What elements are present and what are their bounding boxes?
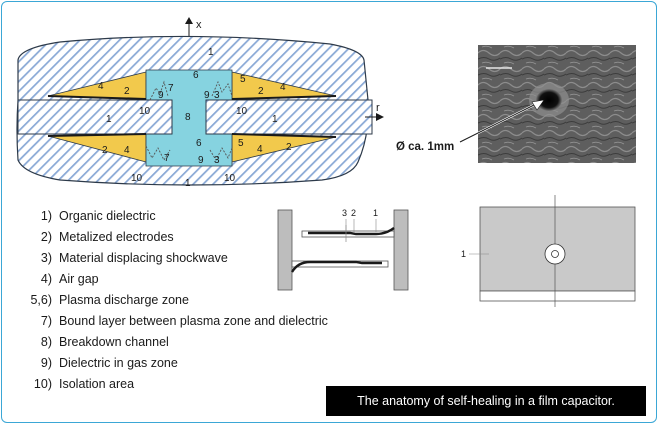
label-10-middle-right: 10 (236, 106, 248, 117)
side-view-schematic: 3 2 1 (277, 208, 409, 291)
side-label-3: 3 (342, 208, 347, 218)
label-4-top-left: 4 (98, 81, 104, 92)
electrode-bottom-left (47, 133, 147, 137)
legend-item: 9)Dielectric in gas zone (40, 356, 178, 370)
label-6-bottom: 6 (196, 138, 202, 149)
label-9-top-left: 9 (158, 90, 164, 101)
margin-strip (479, 290, 636, 302)
caption: The anatomy of self-healing in a film ca… (326, 386, 646, 416)
legend-item: 8)Breakdown channel (40, 335, 169, 349)
label-1-bottom: 1 (185, 178, 191, 189)
shockwave-top-right (211, 80, 233, 97)
label-1-middle-right: 1 (272, 114, 278, 125)
electrode-bottom (290, 260, 382, 273)
x-axis-label: x (196, 19, 202, 31)
electrode-top-right (231, 95, 337, 100)
micrograph-image (478, 45, 636, 163)
legend-item: 1)Organic dielectric (40, 209, 156, 223)
r-axis-label: r (376, 102, 380, 114)
right-end-plate (393, 209, 409, 291)
middle-dielectric-right (205, 99, 373, 135)
legend: 1)Organic dielectric 2)Metalized electro… (20, 206, 328, 395)
label-8-channel: 8 (185, 112, 191, 123)
left-end-plate (277, 209, 293, 291)
legend-item: 4)Air gap (40, 272, 99, 286)
electrode-bottom-right (231, 133, 337, 138)
top-view-label-1: 1 (461, 249, 466, 259)
label-2-bottom-right: 2 (286, 142, 292, 153)
r-axis-arrow-icon (376, 113, 384, 121)
label-7-top: 7 (168, 83, 174, 94)
top-view-schematic: 1 (461, 195, 636, 307)
legend-item: 2)Metalized electrodes (40, 230, 174, 244)
legend-item: 7)Bound layer between plasma zone and di… (40, 314, 328, 328)
label-10-middle-left: 10 (139, 106, 151, 117)
legend-item: 10)Isolation area (33, 377, 135, 391)
legend-item: 3)Material displacing shockwave (40, 251, 228, 265)
diameter-arrow (459, 99, 545, 143)
side-label-1: 1 (373, 208, 378, 218)
crater (536, 89, 562, 111)
label-2-top-left: 2 (124, 86, 130, 97)
label-2-bottom-left: 2 (102, 145, 108, 156)
label-6-top: 6 (193, 70, 199, 81)
label-2-top-right: 2 (258, 86, 264, 97)
label-1-middle-left: 1 (106, 114, 112, 125)
legend-item: 5,6)Plasma discharge zone (30, 293, 189, 307)
electrode-top (308, 227, 395, 236)
label-9-top-right: 9 (204, 90, 210, 101)
electrode-top-left (47, 95, 147, 100)
cross-section-diagram: x r 1 4 2 6 9 7 5 9 3 2 4 1 10 8 10 1 2 … (16, 17, 384, 189)
label-4-bottom-right: 4 (257, 144, 263, 155)
label-4-bottom-left: 4 (124, 145, 130, 156)
label-5-bottom: 5 (238, 138, 244, 149)
label-3-top: 3 (214, 90, 220, 101)
diameter-label: Ø ca. 1mm (396, 141, 455, 153)
label-1-top: 1 (208, 47, 214, 58)
clearing-spot (551, 250, 559, 258)
label-7-bottom: 7 (164, 153, 170, 164)
shockwave-bottom-right (209, 147, 233, 161)
shockwave-bottom-left (145, 145, 171, 161)
label-3-bottom: 3 (214, 155, 220, 166)
label-10-bottom-right: 10 (224, 173, 236, 184)
label-5-top: 5 (240, 74, 246, 85)
shockwave-top-left (149, 80, 169, 101)
label-10-bottom-left: 10 (131, 173, 143, 184)
middle-dielectric-left (17, 99, 173, 135)
label-9-bottom: 9 (198, 155, 204, 166)
side-label-2: 2 (351, 208, 356, 218)
label-4-top-right: 4 (280, 82, 286, 93)
x-axis-arrow-icon (185, 17, 193, 24)
